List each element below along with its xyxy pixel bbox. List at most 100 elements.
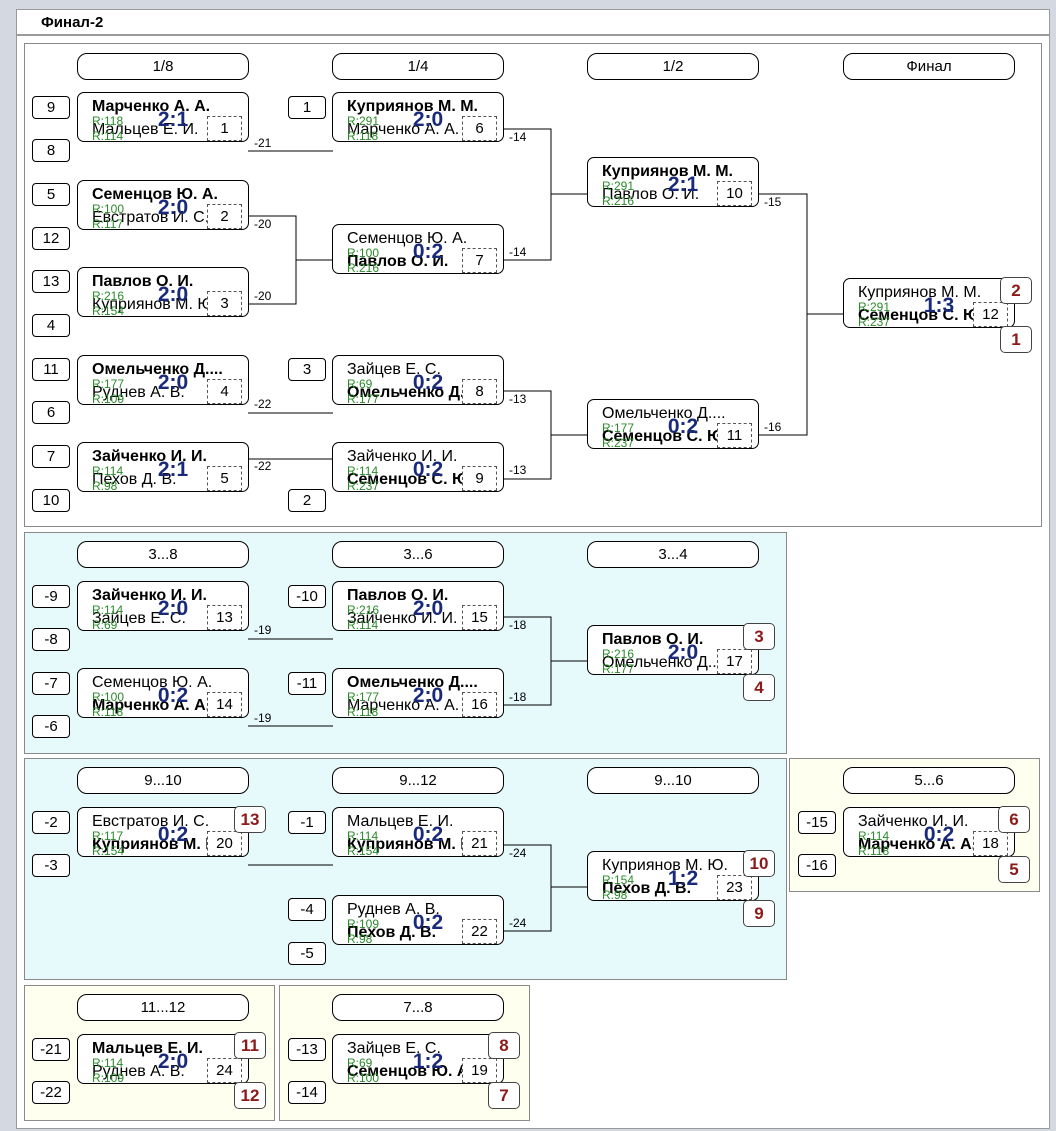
player-1-name: Зайченко И. И.: [92, 448, 207, 465]
player-2-rating: R:100: [347, 1071, 380, 1084]
match-number: 2: [207, 204, 242, 229]
connector-line: [503, 128, 552, 261]
player-2-name: Зайченко И. И.: [347, 610, 458, 627]
place-badge: 1: [1000, 326, 1032, 353]
title-bar: Финал-2: [16, 9, 1050, 35]
connector-line: [503, 844, 552, 932]
match-number: 14: [207, 692, 242, 717]
seed-box: -10: [288, 585, 326, 608]
round-header: 1/4: [332, 53, 504, 80]
seed-box: 8: [32, 139, 70, 162]
player-1-name: Зайченко И. И.: [347, 448, 458, 465]
seed-box: -15: [798, 811, 836, 834]
player-2-name: Марченко А. А.: [347, 121, 460, 138]
seed-box: -9: [32, 585, 70, 608]
player-1-rating: R:291: [347, 114, 380, 128]
player-2-name: Павлов О. И.: [602, 186, 700, 203]
place-badge: 9: [743, 900, 775, 927]
match-score: 1:2: [667, 867, 699, 890]
match-score: 0:2: [412, 371, 444, 394]
match-number: 18: [973, 831, 1008, 856]
player-1-rating: R:216: [602, 647, 635, 661]
round-header: 1/2: [587, 53, 759, 80]
player-1-name: Семенцов Ю. А.: [92, 186, 218, 203]
seed-box: 12: [32, 227, 70, 250]
player-2-name: Пехов Д. В.: [347, 924, 437, 941]
player-2-rating: R:114: [347, 618, 379, 631]
player-2-name: Евстратов И. С.: [92, 209, 210, 226]
match-number: 9: [462, 466, 497, 491]
player-1-name: Зайцев Е. С.: [347, 361, 441, 378]
match-score: 1:3: [923, 294, 955, 317]
loser-label: -20: [254, 289, 272, 303]
seed-box: 6: [32, 401, 70, 424]
player-2-rating: R:98: [347, 932, 373, 945]
match-score: 2:0: [667, 641, 699, 664]
player-1-rating: R:177: [602, 421, 635, 435]
match-score: 0:2: [412, 823, 444, 846]
match-score: 0:2: [412, 911, 444, 934]
match-score: 0:2: [157, 823, 189, 846]
match-score: 0:2: [667, 415, 699, 438]
seed-box: -22: [32, 1081, 70, 1104]
player-2-rating: R:109: [92, 1071, 125, 1084]
match-score: 2:1: [157, 458, 189, 481]
loser-label: -19: [254, 623, 272, 637]
player-1-name: Марченко А. А.: [92, 98, 211, 115]
player-1-rating: R:154: [602, 873, 635, 887]
seed-box: -14: [288, 1081, 326, 1104]
match-number: 7: [462, 248, 497, 273]
place-badge: 3: [743, 623, 775, 650]
player-2-name: Марченко А. А.: [347, 697, 460, 714]
seed-box: 11: [32, 358, 70, 381]
seed-box: -4: [288, 898, 326, 921]
player-2-name: Семенцов С. Ю.: [602, 428, 728, 445]
match-score: 2:0: [157, 196, 189, 219]
player-2-rating: R:154: [92, 304, 125, 317]
match-number: 12: [973, 302, 1008, 327]
player-1-name: Омельченко Д....: [347, 674, 478, 691]
player-2-name: Семенцов С. Ю.: [858, 307, 984, 324]
seed-box: -16: [798, 854, 836, 877]
match-number: 6: [462, 116, 497, 141]
place-badge: 7: [488, 1082, 520, 1109]
match-number: 4: [207, 379, 242, 404]
player-1-rating: R:216: [347, 603, 380, 617]
match-number: 22: [462, 919, 497, 944]
player-2-rating: R:114: [92, 129, 124, 142]
round-header: 9...10: [77, 767, 249, 794]
player-2-name: Руднев А. В.: [92, 384, 185, 401]
match-number: 13: [207, 605, 242, 630]
loser-label: -19: [254, 711, 272, 725]
player-1-rating: R:118: [92, 114, 124, 128]
player-1-name: Зайченко И. И.: [858, 813, 969, 830]
player-1-name: Зайченко И. И.: [92, 587, 207, 604]
loser-label: -18: [509, 690, 527, 704]
player-1-name: Зайцев Е. С.: [347, 1040, 441, 1057]
player-2-name: Пехов Д. В.: [92, 471, 177, 488]
